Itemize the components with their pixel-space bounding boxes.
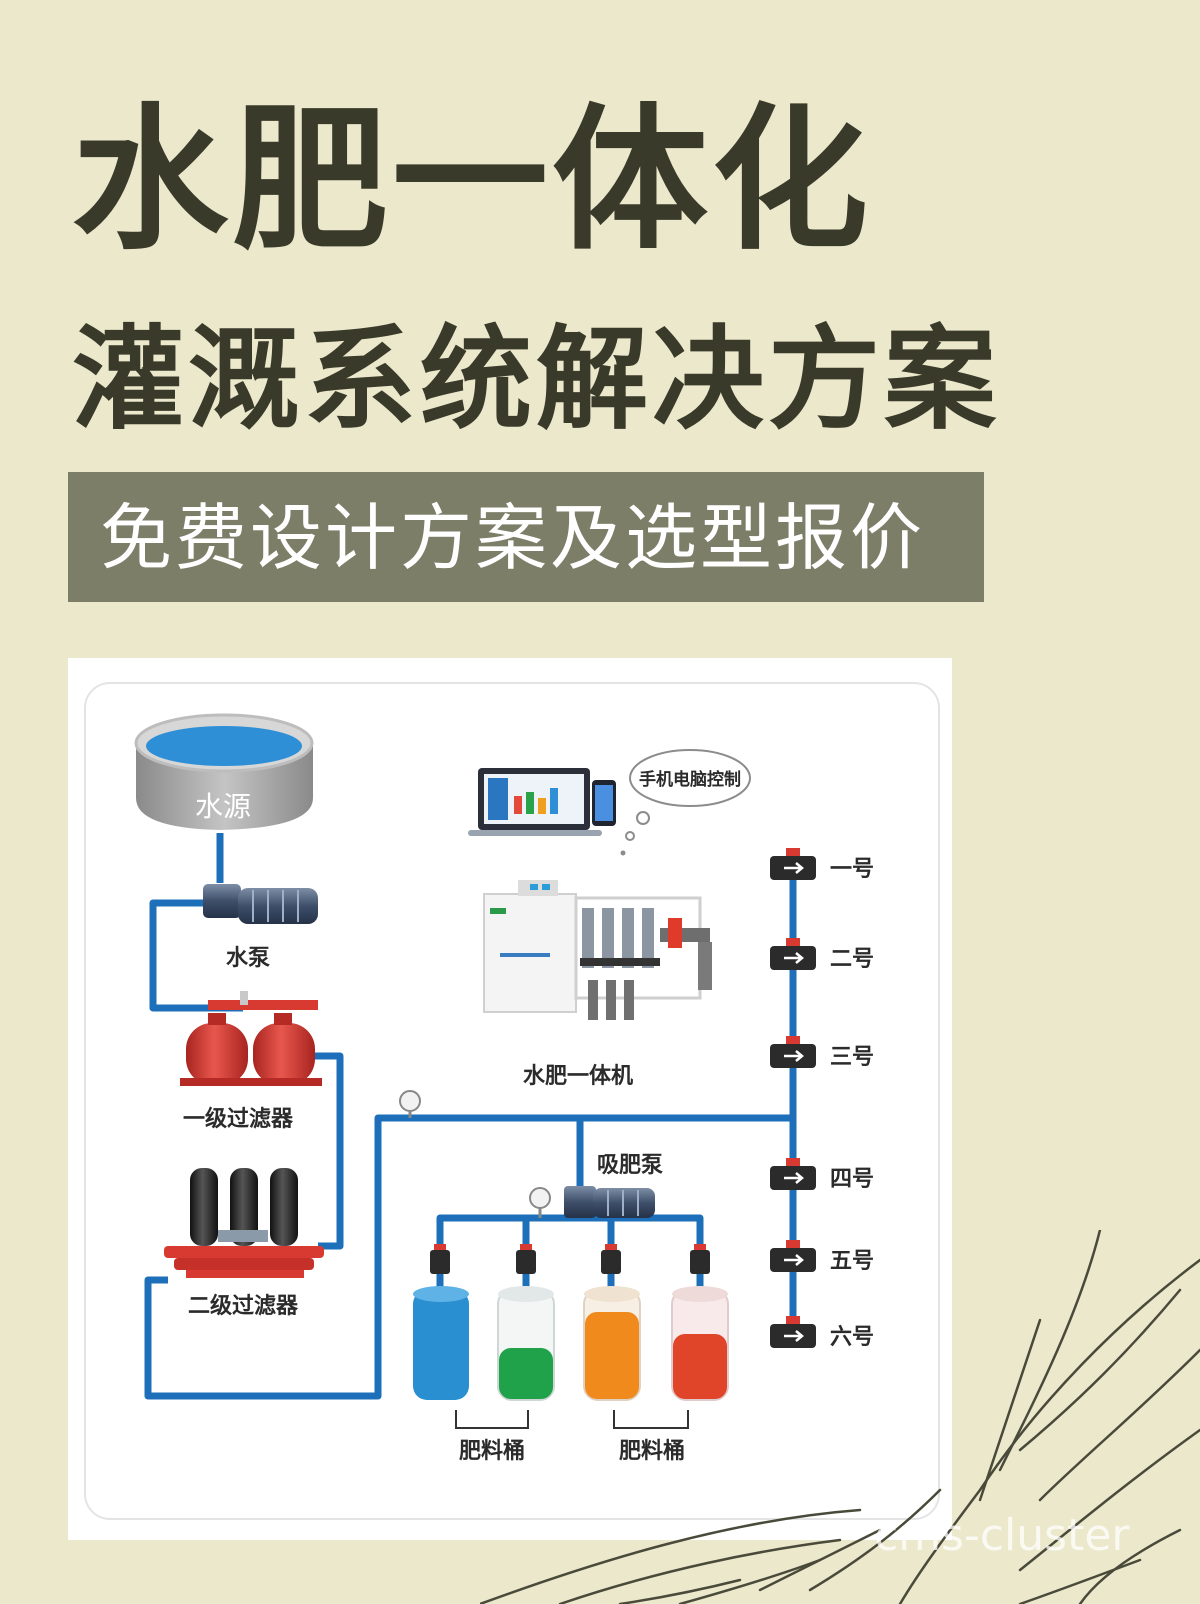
headline-line2: 灌溉系统解决方案	[72, 315, 1000, 445]
tank-valve-icons	[430, 1244, 710, 1274]
zone-label-3: 三号	[830, 1045, 874, 1070]
fertilizer-tank-label-2: 肥料桶	[619, 1439, 685, 1464]
zone-valve-3	[770, 1036, 816, 1068]
leaf-decoration	[480, 1230, 1200, 1604]
fertigation-machine-label: 水肥一体机	[523, 1064, 633, 1089]
zone-label-4: 四号	[830, 1167, 874, 1192]
zone-valve-5	[770, 1240, 816, 1272]
water-pump-icon	[203, 884, 318, 924]
fertilizer-tank-label-1: 肥料桶	[459, 1439, 525, 1464]
fertilizer-tank-orange	[583, 1286, 641, 1401]
phone-icon	[592, 780, 616, 826]
fertilizer-pump-icon	[564, 1186, 655, 1218]
water-source-label: 水源	[195, 790, 251, 823]
pressure-gauge-icon	[399, 1090, 551, 1218]
fertilizer-tank-green	[497, 1286, 555, 1401]
zone-valve-1	[770, 848, 816, 880]
zone-valve-2	[770, 938, 816, 970]
watermark: cms-cluster	[874, 1510, 1130, 1561]
headline-line1: 水肥一体化	[72, 89, 872, 271]
primary-filter-label: 一级过滤器	[183, 1106, 294, 1132]
water-source: 水源	[134, 713, 314, 830]
fertilizer-pump-label: 吸肥泵	[597, 1153, 663, 1178]
zone-label-6: 六号	[830, 1325, 874, 1350]
secondary-filter-label: 二级过滤器	[188, 1293, 299, 1319]
fertilizer-tank-red	[671, 1286, 729, 1401]
fertigation-machine-icon	[483, 880, 712, 1020]
laptop-icon	[468, 768, 602, 836]
zone-valve-4	[770, 1158, 816, 1190]
zone-label-5: 五号	[830, 1249, 874, 1274]
zone-label-2: 二号	[830, 947, 874, 972]
irrigation-diagram: 水源 水泵 一级过滤器 二级过滤器	[134, 713, 874, 1464]
water-pump-label: 水泵	[226, 946, 270, 971]
secondary-filter-icon	[164, 1168, 324, 1278]
primary-filter-icon	[180, 991, 322, 1086]
remote-control-label: 手机电脑控制	[639, 769, 741, 790]
thought-cloud-icon	[620, 749, 751, 856]
banner-text: 免费设计方案及选型报价	[100, 496, 926, 580]
banner	[68, 472, 984, 602]
zone-valve-6	[770, 1316, 816, 1348]
tank-brackets	[455, 1410, 689, 1429]
diagram-frame	[84, 682, 940, 1520]
fertilizer-tank-blue	[413, 1286, 469, 1400]
zone-label-1: 一号	[830, 857, 874, 882]
